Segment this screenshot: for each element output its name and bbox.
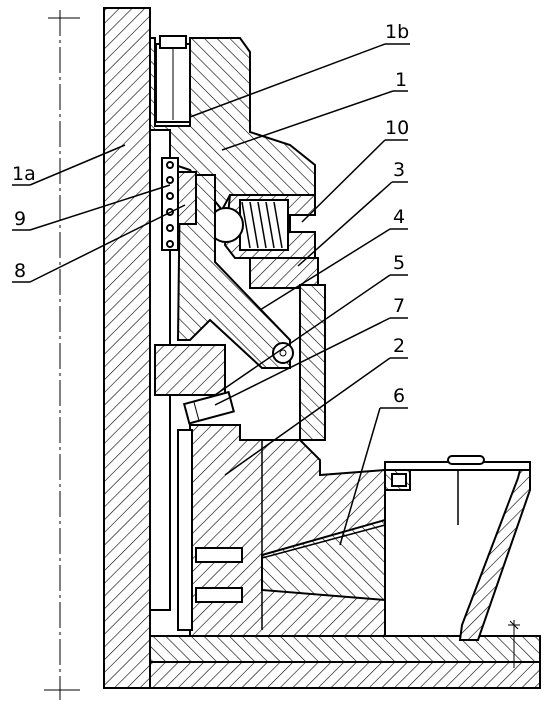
lever-4: [176, 174, 291, 369]
label-6: 6: [393, 385, 405, 407]
guide-strip: [177, 429, 193, 631]
label-9: 9: [14, 208, 26, 230]
label-8: 8: [14, 260, 26, 282]
leader-lines: [12, 43, 410, 546]
label-2: 2: [393, 335, 405, 357]
slot-upper: [195, 547, 243, 563]
lever-pin: [272, 342, 294, 364]
lever-pin-center: [279, 349, 287, 357]
hopper-cap: [447, 455, 485, 465]
part-8: [177, 171, 197, 225]
base-plate: [149, 635, 541, 663]
label-10: 10: [385, 117, 409, 139]
balls-9: [166, 161, 174, 248]
hopper-slant-wall: [458, 469, 531, 641]
label-3: 3: [393, 159, 405, 181]
dimension-tick-b: [509, 620, 519, 630]
part-9-sleeve: [161, 157, 179, 251]
label-1a: 1a: [12, 163, 36, 185]
label-4: 4: [393, 206, 405, 228]
label-1b: 1b: [385, 21, 409, 43]
label-7: 7: [393, 295, 405, 317]
label-5: 5: [393, 252, 405, 274]
label-1: 1: [395, 69, 407, 91]
spring-10: [241, 201, 283, 249]
slot-lower: [195, 587, 243, 603]
base-foot: [149, 661, 541, 689]
wedge-6-edge: [261, 524, 386, 559]
bolt-1b-head: [159, 35, 187, 49]
part-5-plate: [299, 284, 326, 441]
pin-7: [182, 390, 235, 425]
block-5: [154, 344, 226, 396]
part-3: [249, 257, 319, 289]
part-1-body: [149, 37, 316, 212]
hopper-corner-hole: [391, 473, 407, 487]
column-wall: [103, 7, 151, 689]
spring-chamber: [239, 199, 289, 251]
